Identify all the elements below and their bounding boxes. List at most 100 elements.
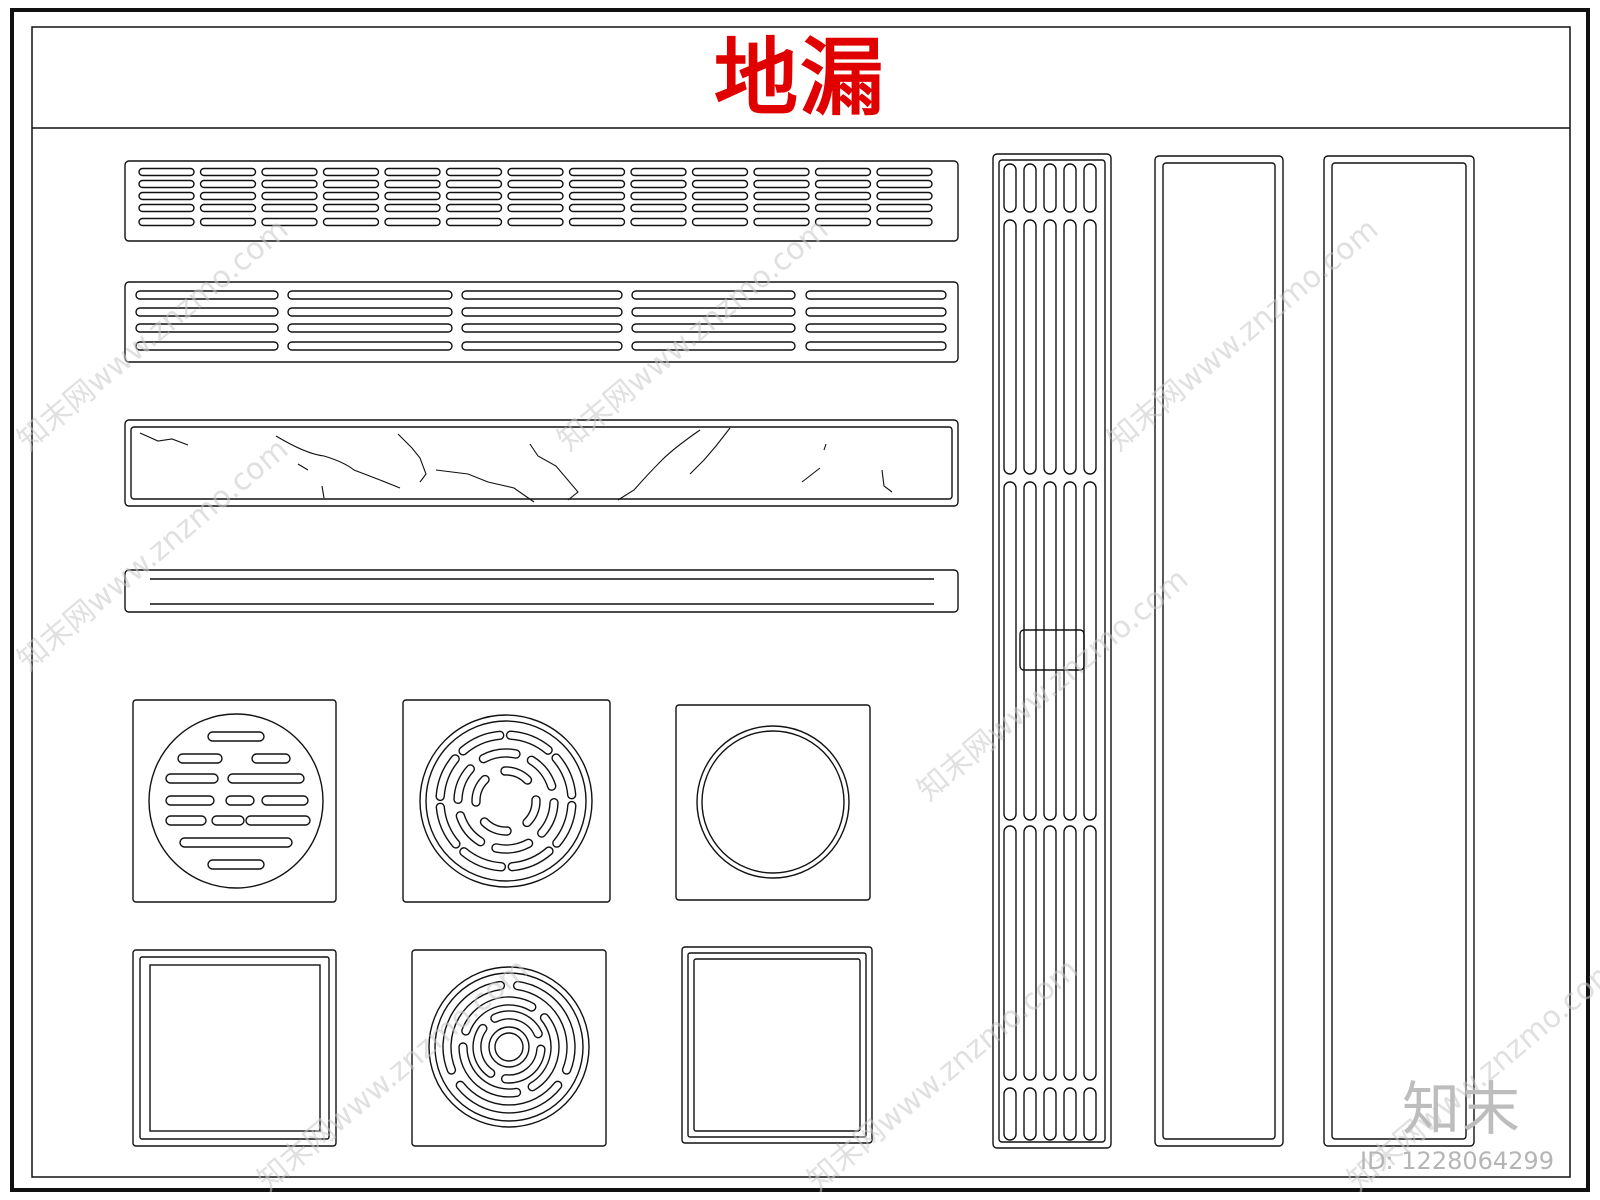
arc-slot	[472, 1023, 496, 1078]
slot	[630, 167, 687, 177]
square-drain-bar-grate	[132, 699, 337, 903]
bar-slot	[207, 731, 265, 742]
slot	[322, 203, 380, 213]
bar-slot	[1043, 825, 1057, 1081]
bar-slot	[1063, 163, 1077, 213]
arc-slot	[442, 980, 506, 1075]
arc-slot	[512, 980, 576, 1075]
bar-slot	[1023, 219, 1037, 475]
bar-slot	[1083, 219, 1097, 475]
drain-frame	[124, 281, 959, 363]
slot	[287, 341, 453, 351]
slot	[876, 217, 933, 227]
arc-slot	[491, 838, 534, 854]
bar-slot	[227, 773, 305, 784]
slot	[631, 341, 796, 351]
arc-slot	[455, 811, 486, 847]
slot	[138, 203, 195, 213]
slot	[631, 307, 796, 317]
slot	[135, 323, 279, 333]
arc-slot	[505, 730, 553, 755]
slot	[322, 179, 380, 189]
slot	[814, 167, 872, 177]
arc-slot	[490, 1010, 543, 1039]
slot	[630, 179, 687, 189]
arc-slot	[551, 753, 577, 800]
bar-slot	[1003, 1087, 1017, 1141]
slot	[261, 191, 318, 201]
marble-veins	[139, 427, 893, 503]
sheet-title: 地漏	[713, 28, 886, 127]
slot	[445, 167, 503, 177]
slot	[138, 179, 195, 189]
bar-slot	[1083, 1087, 1097, 1141]
bar-slot	[1003, 481, 1017, 821]
slot	[445, 191, 503, 201]
slot	[876, 203, 933, 213]
bar-slot	[1003, 163, 1017, 213]
slot	[199, 191, 257, 201]
slot	[691, 217, 749, 227]
linear-drain-long-slots	[124, 281, 959, 363]
slot	[568, 191, 626, 201]
bar-slot	[245, 815, 311, 826]
arc-slot	[526, 755, 557, 791]
bar-slot	[165, 795, 215, 806]
slot	[445, 179, 503, 189]
square-drain-concentric-grate	[411, 949, 607, 1147]
arc-slot	[507, 846, 554, 872]
slot	[384, 179, 441, 189]
slot	[805, 341, 947, 351]
inner-border	[31, 26, 1571, 1178]
drain-frame	[124, 160, 959, 242]
bar-slot	[1023, 825, 1037, 1081]
slot	[568, 179, 626, 189]
arc-slot	[552, 800, 577, 848]
arc-slot	[459, 847, 507, 872]
bar-slot	[261, 795, 309, 806]
slot	[568, 217, 626, 227]
slot	[691, 179, 749, 189]
bar-slot	[1043, 219, 1057, 475]
slot	[384, 191, 441, 201]
arc-slot	[458, 730, 505, 756]
slot	[287, 323, 453, 333]
slot	[507, 203, 564, 213]
bar-slot	[225, 795, 255, 806]
slot	[322, 217, 380, 227]
bar-slot	[165, 773, 219, 784]
bar-slot	[1003, 825, 1017, 1081]
bar-slot	[1063, 481, 1077, 821]
slot	[507, 167, 564, 177]
clip-bracket	[1019, 629, 1085, 671]
arc-slot	[453, 764, 475, 805]
bar-slot	[1043, 163, 1057, 213]
slot	[691, 191, 749, 201]
arc-slot	[537, 797, 559, 838]
slot	[630, 203, 687, 213]
slot	[135, 341, 279, 351]
arc-slot	[455, 1080, 563, 1114]
drain-frame	[992, 153, 1112, 1149]
slot	[753, 179, 810, 189]
slot	[753, 167, 810, 177]
slot	[631, 323, 796, 333]
slot	[876, 179, 933, 189]
slot	[461, 290, 623, 300]
slot	[814, 203, 872, 213]
square-drain-round-cover	[675, 704, 871, 901]
slot	[199, 167, 257, 177]
square-drain-radial-grate	[402, 699, 611, 903]
bar-slot	[179, 837, 293, 848]
square-drain-tile-insert	[132, 949, 337, 1147]
bar-slot	[165, 815, 207, 826]
slot	[507, 191, 564, 201]
slot	[805, 323, 947, 333]
bar-slot	[177, 753, 223, 764]
slot	[384, 217, 441, 227]
slot	[199, 203, 257, 213]
slot	[138, 191, 195, 201]
slot	[384, 203, 441, 213]
slot	[138, 217, 195, 227]
bar-slot	[1063, 1087, 1077, 1141]
